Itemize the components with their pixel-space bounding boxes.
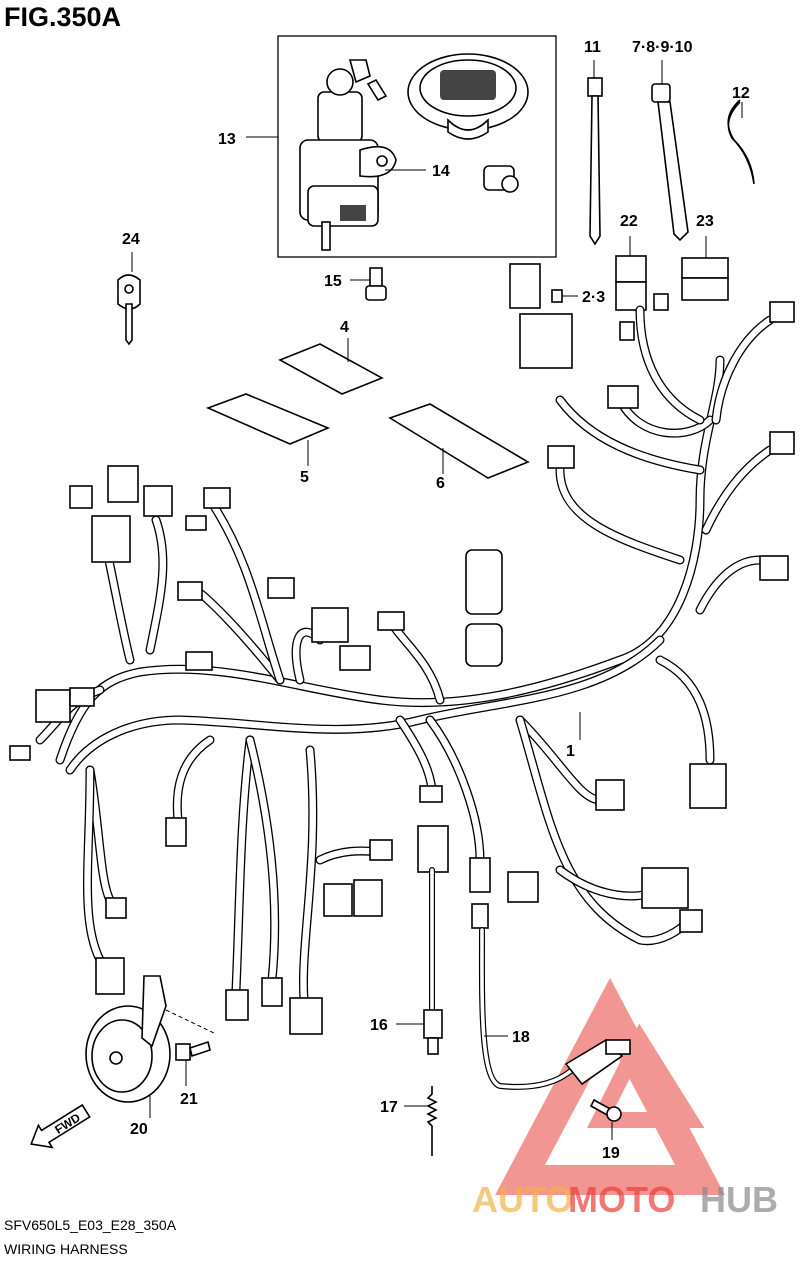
figure-title: FIG.350A xyxy=(4,2,122,32)
label-part-19: 19 xyxy=(602,1145,620,1162)
ignition-switch-part xyxy=(299,59,397,251)
label-part-20: 20 xyxy=(130,1121,148,1138)
watermark-hub: HUB xyxy=(700,1179,778,1220)
relay-part-23 xyxy=(681,257,729,301)
pad-part-5 xyxy=(205,393,331,445)
fuse-part-2-3 xyxy=(551,289,563,303)
cable-tie-part-7-10 xyxy=(651,83,689,242)
ignition-kit-box xyxy=(277,35,557,258)
label-part-22: 22 xyxy=(620,213,638,230)
label-part-16: 16 xyxy=(370,1017,388,1034)
switch-part-16 xyxy=(423,867,443,1055)
bolt-part-21 xyxy=(175,1040,211,1061)
label-part-15: 15 xyxy=(324,273,342,290)
watermark-text: AUTO MOTO HUB xyxy=(472,1179,778,1220)
label-part-12: 12 xyxy=(732,85,750,102)
spring-part-17 xyxy=(426,1086,438,1156)
relay-part-22 xyxy=(615,255,647,311)
label-part-2-3: 2·3 xyxy=(582,289,605,306)
label-part-7-10: 7·8·9·10 xyxy=(632,39,693,56)
watermark-logo-icon xyxy=(495,977,725,1195)
horn-part-20 xyxy=(85,975,171,1103)
label-part-23: 23 xyxy=(696,213,714,230)
screw-part-19 xyxy=(589,1098,622,1122)
label-part-21: 21 xyxy=(180,1091,198,1108)
label-part-13: 13 xyxy=(218,131,236,148)
lock-cylinder-part xyxy=(483,165,519,193)
forward-arrow-icon: FWD xyxy=(30,1103,91,1149)
label-part-17: 17 xyxy=(380,1099,398,1116)
pad-part-6 xyxy=(388,403,530,479)
label-part-18: 18 xyxy=(512,1029,530,1046)
fuel-cap-part xyxy=(407,53,529,140)
figure-code: SFV650L5_E03_E28_350A xyxy=(4,1217,177,1233)
key-part xyxy=(117,274,141,346)
label-part-6: 6 xyxy=(436,475,445,492)
pad-part-4 xyxy=(278,343,384,395)
label-part-5: 5 xyxy=(300,469,309,486)
watermark-moto: MOTO xyxy=(568,1179,675,1220)
switch-part-18 xyxy=(478,927,631,1090)
label-part-4: 4 xyxy=(340,319,349,336)
cable-tie-part-11 xyxy=(587,77,603,246)
watermark-auto: AUTO xyxy=(472,1179,573,1220)
label-part-14: 14 xyxy=(432,163,450,180)
label-part-11: 11 xyxy=(584,39,601,56)
label-part-24: 24 xyxy=(122,231,140,248)
label-part-1: 1 xyxy=(566,743,575,760)
harness-connectors xyxy=(9,263,795,1035)
clip-part-12 xyxy=(727,99,755,185)
figure-name: WIRING HARNESS xyxy=(4,1241,128,1257)
screw-part-15 xyxy=(365,267,387,301)
main-harness-part-1 xyxy=(35,305,775,1005)
